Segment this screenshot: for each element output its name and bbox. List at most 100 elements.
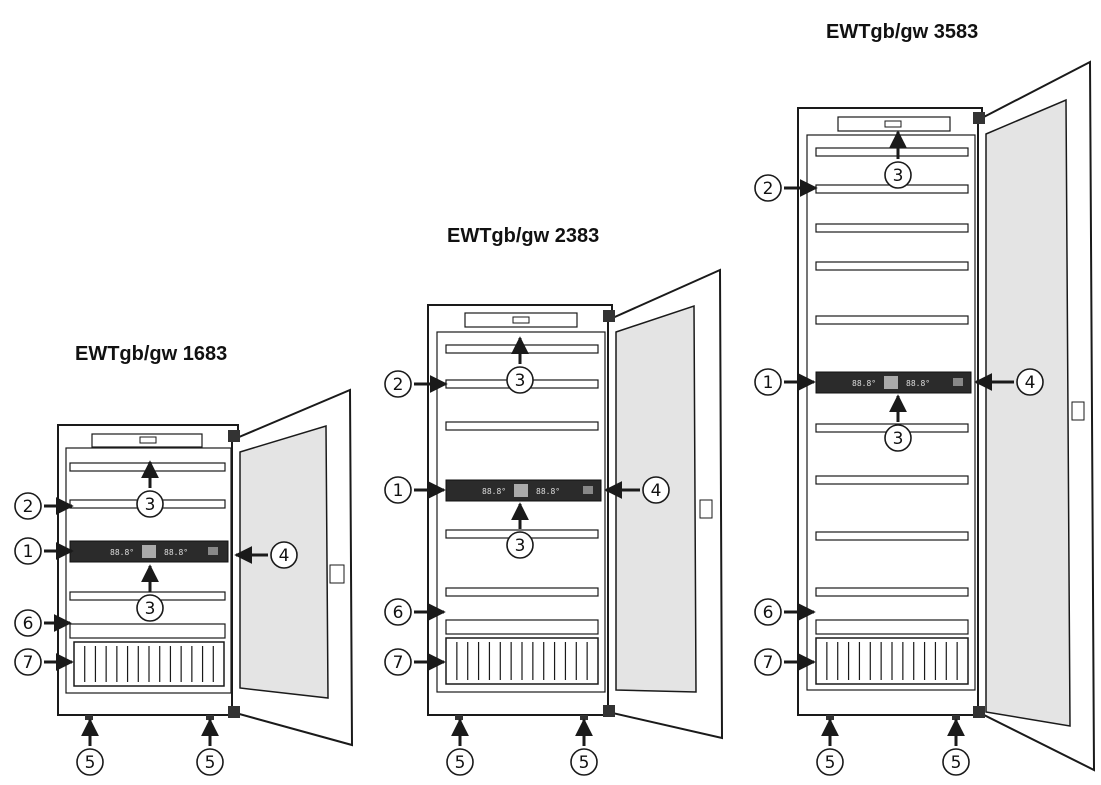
callout-number: 1 xyxy=(393,481,404,501)
callout-4: 4 xyxy=(604,476,670,504)
cabinet-interior xyxy=(806,134,976,691)
callout-number: 3 xyxy=(893,429,904,449)
callout-number: 3 xyxy=(145,599,156,619)
panel-right-digits: 88.8° xyxy=(536,487,560,496)
panel-key xyxy=(583,486,593,494)
callout-number: 5 xyxy=(205,753,216,773)
callout-circle xyxy=(384,370,412,398)
callout-circle xyxy=(384,648,412,676)
panel-key xyxy=(208,547,218,555)
callout-number: 2 xyxy=(393,375,404,395)
callout-3: 3 xyxy=(506,502,534,559)
cabinet-medium: EWTgb/gw 2383 88.8° 88.8° xyxy=(427,225,724,740)
callout-number: 5 xyxy=(455,753,466,773)
callout-5: 5 xyxy=(196,718,224,776)
drawer-slats xyxy=(84,646,214,682)
callout-circle xyxy=(754,368,782,396)
callout-circle xyxy=(14,648,42,676)
callout-number: 5 xyxy=(951,753,962,773)
callout-6: 6 xyxy=(14,609,72,637)
callout-circle xyxy=(506,366,534,394)
callout-circle xyxy=(384,598,412,626)
panel-left-digits: 88.8° xyxy=(852,379,876,388)
door-glass xyxy=(985,98,1071,727)
cabinet-small: EWTgb/gw 1683 88.8° 88.8° xyxy=(57,343,354,747)
callout-circle xyxy=(754,174,782,202)
foot xyxy=(952,715,960,720)
callout-5: 5 xyxy=(942,718,970,776)
callout-1: 1 xyxy=(384,476,446,504)
callout-2: 2 xyxy=(754,174,818,202)
callout-4: 4 xyxy=(234,541,298,569)
callout-6: 6 xyxy=(754,598,816,626)
hinge-bottom xyxy=(603,705,615,717)
callout-number: 5 xyxy=(85,753,96,773)
callout-number: 3 xyxy=(145,495,156,515)
callout-4: 4 xyxy=(974,368,1044,396)
model-title-large: EWTgb/gw 3583 xyxy=(826,21,978,43)
panel-buttons xyxy=(142,545,156,558)
callout-circle xyxy=(942,748,970,776)
callout-7: 7 xyxy=(384,648,446,676)
hinge-bottom xyxy=(228,706,240,718)
foot xyxy=(580,715,588,720)
callout-number: 1 xyxy=(763,373,774,393)
callout-7: 7 xyxy=(754,648,816,676)
hinge-bottom xyxy=(973,706,985,718)
callout-circle xyxy=(884,424,912,452)
callout-circle xyxy=(816,748,844,776)
callout-number: 6 xyxy=(393,603,404,623)
drawer-slats xyxy=(826,642,958,680)
callout-3: 3 xyxy=(884,130,912,189)
panel-left-digits: 88.8° xyxy=(110,548,134,557)
callout-1: 1 xyxy=(754,368,816,396)
panel-buttons xyxy=(514,484,528,497)
door-handle xyxy=(329,564,345,584)
callout-number: 5 xyxy=(825,753,836,773)
callout-number: 7 xyxy=(23,653,34,673)
callout-number: 7 xyxy=(393,653,404,673)
callout-number: 6 xyxy=(23,614,34,634)
callout-number: 2 xyxy=(23,497,34,517)
callout-circle xyxy=(136,594,164,622)
callout-5: 5 xyxy=(570,718,598,776)
callout-number: 4 xyxy=(651,481,662,501)
callouts: 2 3 1 4 3 6 7 5 5 2 3 1 4 3 6 7 5 5 3 2 1 4 3 6 7 5 5 xyxy=(14,130,1044,776)
panel-right-digits: 88.8° xyxy=(906,379,930,388)
callout-number: 2 xyxy=(763,179,774,199)
callout-5: 5 xyxy=(446,718,474,776)
callout-circle xyxy=(270,541,298,569)
callout-circle xyxy=(570,748,598,776)
callout-circle xyxy=(1016,368,1044,396)
callout-1: 1 xyxy=(14,537,74,565)
callout-circle xyxy=(196,748,224,776)
callout-circle xyxy=(14,537,42,565)
foot xyxy=(206,715,214,720)
hinge-top xyxy=(973,112,985,124)
callout-circle xyxy=(642,476,670,504)
panel-key xyxy=(953,378,963,386)
callout-number: 3 xyxy=(893,166,904,186)
callout-3: 3 xyxy=(884,394,912,452)
callout-2: 2 xyxy=(14,492,74,520)
callout-3: 3 xyxy=(136,460,164,518)
shelves xyxy=(815,147,969,635)
foot xyxy=(455,715,463,720)
callout-3: 3 xyxy=(136,564,164,622)
callout-circle xyxy=(446,748,474,776)
callout-circle xyxy=(14,492,42,520)
callout-circle xyxy=(76,748,104,776)
callout-number: 4 xyxy=(1025,373,1036,393)
foot xyxy=(826,715,834,720)
interior-light xyxy=(512,316,530,324)
door-handle xyxy=(699,499,713,519)
hinge-top xyxy=(603,310,615,322)
interior-light xyxy=(139,436,157,444)
callout-7: 7 xyxy=(14,648,74,676)
callout-number: 3 xyxy=(515,371,526,391)
foot xyxy=(85,715,93,720)
interior-light xyxy=(884,120,902,128)
callout-2: 2 xyxy=(384,370,448,398)
